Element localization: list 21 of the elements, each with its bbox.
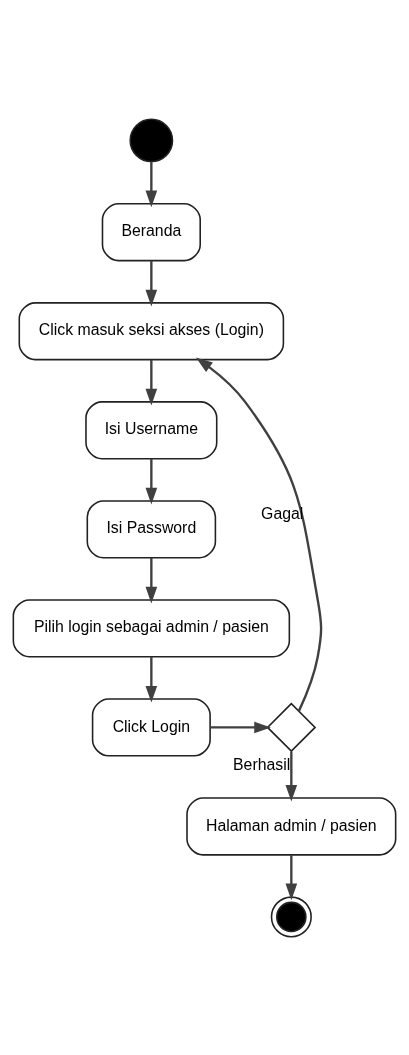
arrow (285, 751, 298, 802)
arrow (145, 656, 158, 703)
arrow (195, 357, 323, 712)
arrow (145, 359, 158, 405)
node-box: Click masuk seksi akses (Login) (18, 301, 285, 360)
node-box: Isi Password (86, 499, 217, 558)
node-box: Isi Username (85, 400, 218, 459)
node-diamond (266, 702, 317, 752)
arrow (145, 260, 158, 306)
edge-label: Berhasil (233, 755, 291, 773)
arrow (145, 458, 158, 504)
arrow (145, 557, 158, 604)
node-box: Beranda (101, 202, 201, 261)
node-circle (270, 895, 312, 937)
arrow (285, 854, 298, 900)
node-box: Halaman admin / pasien (186, 796, 397, 856)
node-box: Pilih login sebagai admin / pasien (12, 598, 291, 658)
node-box: Click Login (91, 697, 211, 757)
arrow (145, 161, 158, 207)
node-circle (129, 118, 174, 162)
arrow (210, 721, 271, 733)
